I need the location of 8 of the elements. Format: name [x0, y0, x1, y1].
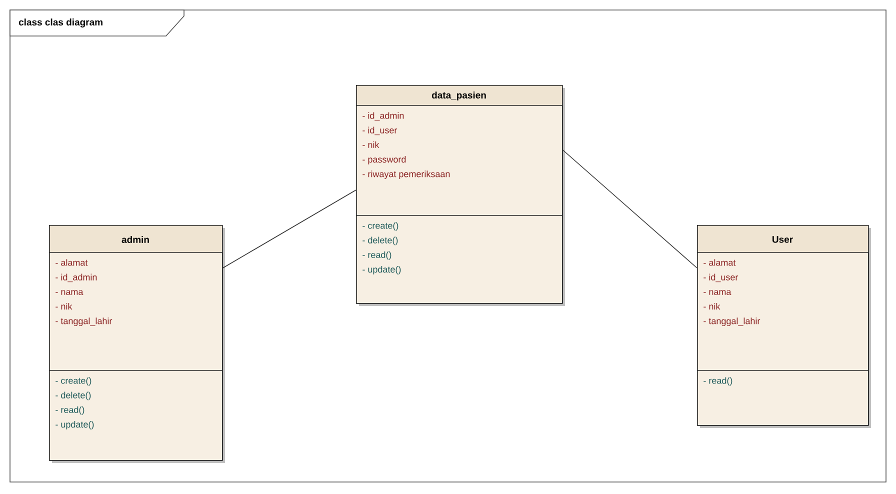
association-line — [222, 190, 356, 268]
operation-compartment: - create() - delete() - read() - update() — [49, 370, 223, 461]
operation-compartment: - read() — [697, 370, 869, 426]
operation-compartment: - create() - delete() - read() - update() — [356, 215, 563, 304]
frame-tab: class clas diagram — [10, 10, 184, 36]
association-line — [562, 150, 698, 268]
attribute-compartment: - alamat - id_admin - nama - nik - tanggal_lahir — [49, 252, 223, 371]
attribute-compartment: - id_admin - id_user - nik - password - riwayat pemeriksaan — [356, 105, 563, 216]
